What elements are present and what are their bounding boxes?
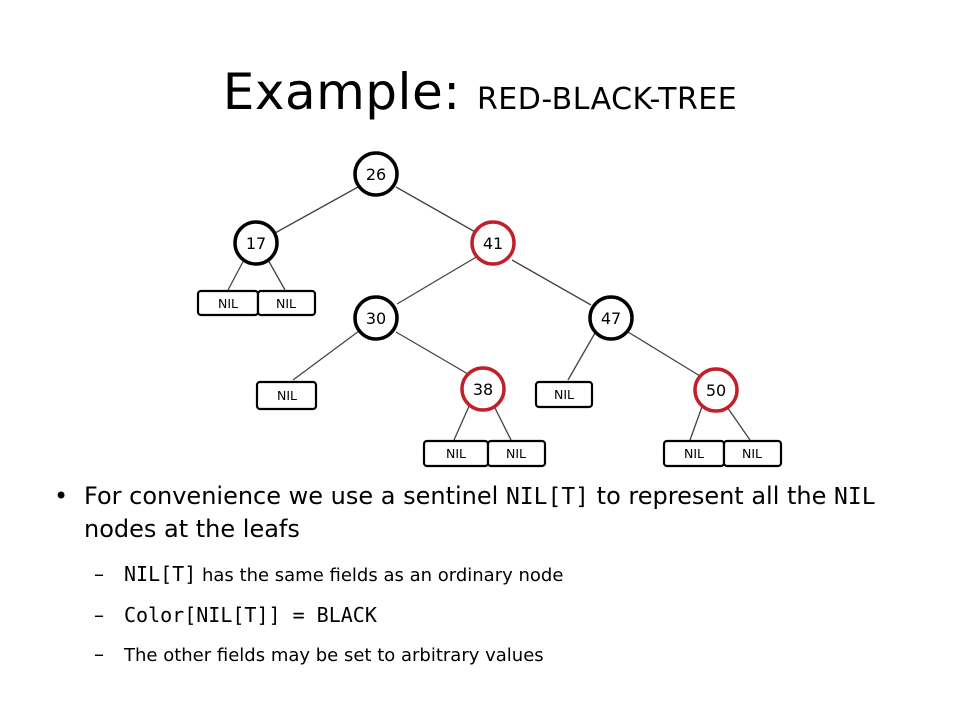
node-label: 30: [366, 309, 386, 328]
node-38: 38: [460, 366, 506, 412]
edge-38-nil: [453, 403, 471, 441]
bullet-code: NIL: [834, 484, 876, 510]
tree-nodes: 26 17 41 30 47 38 50: [233, 151, 739, 413]
subbullet-code: NIL[T]: [124, 562, 197, 586]
node-label: 17: [246, 234, 266, 253]
node-label: 26: [366, 165, 386, 184]
node-50: 50: [693, 367, 739, 413]
node-41: 41: [470, 220, 516, 266]
edge-41-30: [396, 255, 479, 305]
node-circle: [693, 367, 739, 413]
title-main: Example:: [222, 63, 461, 121]
nil-label: NIL: [742, 446, 762, 461]
node-30: 30: [353, 295, 399, 341]
nil-label: NIL: [277, 388, 297, 403]
bullet-text: to represent all the: [589, 482, 835, 510]
node-circle: [460, 366, 506, 412]
nil-leaf: NIL: [422, 439, 490, 468]
node-47: 47: [588, 295, 634, 341]
edge-26-17: [274, 186, 359, 234]
nil-leaf: NIL: [486, 439, 547, 468]
bullet-text: For convenience we use a sentinel: [84, 482, 506, 510]
nil-label: NIL: [276, 296, 296, 311]
nil-leaves: NIL NIL NIL NIL NIL NIL NIL NIL: [196, 289, 783, 468]
tree-edges: [227, 186, 751, 441]
nil-label: NIL: [506, 446, 526, 461]
subbullet-text: has the same fields as an ordinary node: [196, 565, 564, 586]
nil-label: NIL: [684, 446, 704, 461]
edge-26-41: [395, 186, 478, 234]
edge-38-nil: [492, 403, 512, 441]
nil-leaf: NIL: [722, 439, 783, 468]
nil-label: NIL: [554, 387, 574, 402]
nil-label: NIL: [218, 296, 238, 311]
subbullet-text: The other fields may be set to arbitrary…: [124, 645, 544, 666]
subbullet-item: NIL[T] has the same fields as an ordinar…: [46, 561, 926, 589]
node-circle: [233, 220, 279, 266]
node-label: 50: [706, 381, 726, 400]
edge-30-38: [395, 331, 469, 375]
node-circle: [588, 295, 634, 341]
edge-41-47: [511, 259, 592, 306]
edge-47-50: [627, 331, 701, 377]
nil-leaf: NIL: [196, 289, 260, 317]
title-sub: RED-BLACK-TREE: [476, 82, 738, 117]
node-circle: [470, 220, 516, 266]
nil-leaf: NIL: [534, 380, 594, 409]
edge-17-nil: [227, 257, 246, 291]
node-circle: [353, 295, 399, 341]
slide-title: Example: RED-BLACK-TREE: [0, 62, 960, 130]
subbullet-item: Color[NIL[T]] = BLACK: [46, 602, 926, 628]
node-label: 38: [473, 380, 493, 399]
node-17: 17: [233, 220, 279, 266]
bullet-item: For convenience we use a sentinel NIL[T]…: [46, 480, 926, 545]
edge-47-nil: [567, 332, 596, 381]
node-label: 47: [601, 309, 621, 328]
nil-leaf: NIL: [255, 380, 318, 411]
node-circle: [353, 151, 399, 197]
subbullet-code: Color[NIL[T]] = BLACK: [124, 603, 377, 627]
bullet-code: NIL[T]: [505, 484, 590, 510]
nil-label: NIL: [446, 446, 466, 461]
node-26: 26: [353, 151, 399, 197]
bullet-text: nodes at the leafs: [84, 515, 300, 543]
edge-50-nil: [724, 403, 751, 441]
node-label: 41: [483, 234, 503, 253]
edge-17-nil: [266, 257, 286, 291]
subbullet-item: The other fields may be set to arbitrary…: [46, 641, 926, 669]
edge-50-nil: [689, 403, 704, 441]
nil-leaf: NIL: [662, 439, 726, 468]
edge-30-nil: [292, 330, 360, 381]
nil-leaf: NIL: [256, 289, 317, 317]
bullet-list: For convenience we use a sentinel NIL[T]…: [46, 480, 926, 669]
